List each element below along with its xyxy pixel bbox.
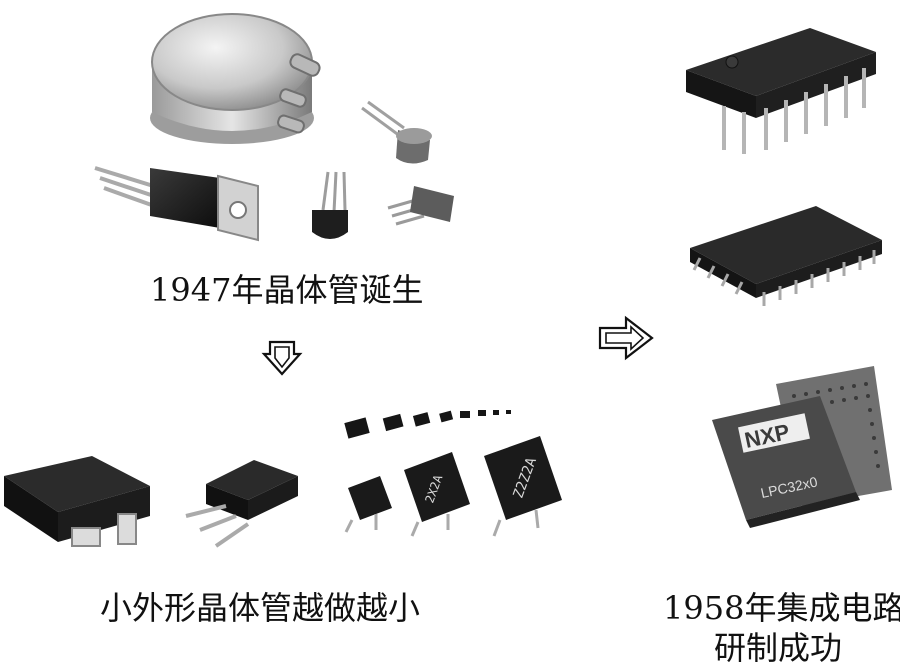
caption-transistor-birth: 1947年晶体管诞生	[150, 271, 424, 309]
sot-tiny-row	[344, 410, 511, 439]
sot-marked-3: Z2Z2A	[484, 436, 562, 537]
to92-transistor	[312, 171, 348, 239]
right-arrow-icon	[598, 315, 654, 361]
caption-ic-line2: 研制成功	[714, 629, 843, 667]
nxp-chip: NXP LPC32x0	[712, 396, 860, 528]
sot-medium	[185, 460, 298, 548]
sot-marked-1	[344, 476, 392, 533]
flat-transistor	[387, 186, 454, 226]
ic-group: NXP LPC32x0	[686, 28, 892, 528]
metal-can-transistor	[94, 13, 454, 242]
small-metal-transistor	[361, 100, 432, 164]
soic-chip	[690, 206, 882, 306]
early-transistors-group	[0, 0, 470, 260]
sot-large	[4, 456, 150, 547]
caption-ic-line1: 1958年集成电路	[663, 589, 900, 627]
down-arrow-icon	[261, 340, 303, 376]
dip-chip	[686, 28, 876, 154]
sot-marked-2: 2X2A	[404, 452, 470, 537]
to220-transistor	[94, 166, 259, 242]
sot-transistors-group: 2X2A Z2Z2A	[4, 410, 562, 548]
nxp-logo-plate	[738, 413, 810, 453]
caption-smaller-transistors: 小外形晶体管越做越小	[100, 589, 421, 627]
